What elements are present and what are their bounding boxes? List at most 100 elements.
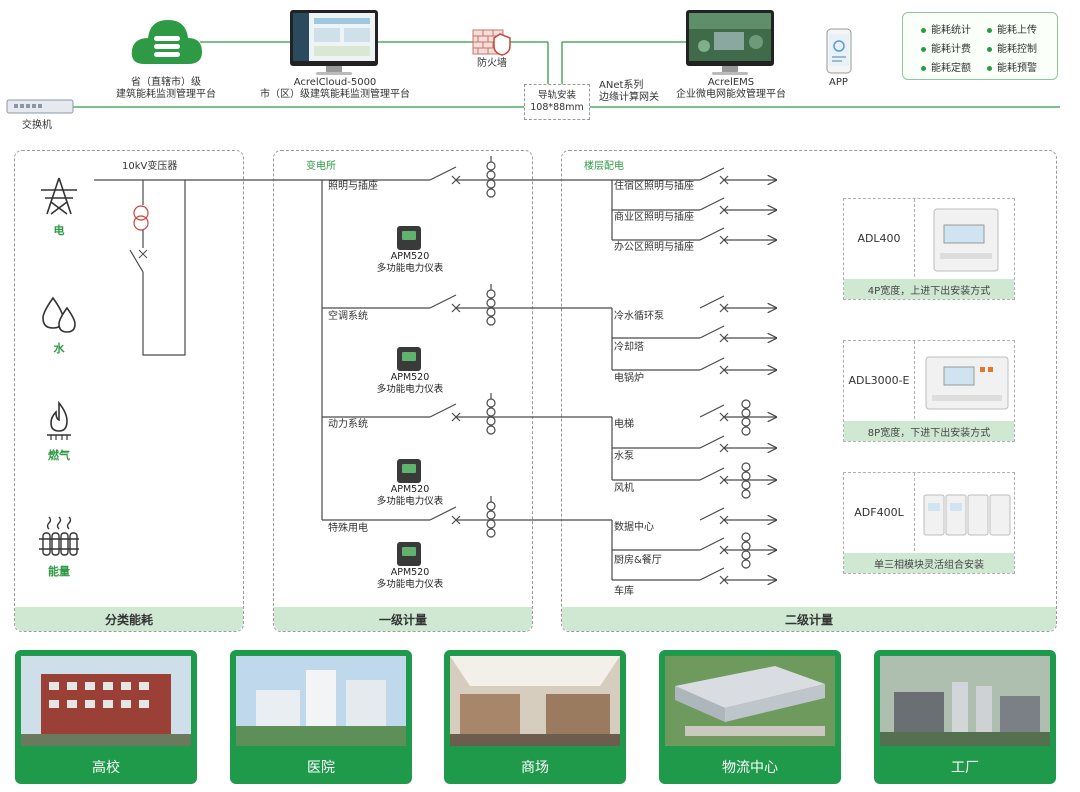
device-card-adl3000: ADL3000-E 8P宽度，下进下出安装方式 [843,340,1015,442]
meter-device-icon [925,356,1009,410]
branch-label: 照明与插座 [328,181,378,192]
monitor-icon [290,10,378,75]
cloud-platform-icon [131,20,202,64]
branch-label: 动力系统 [328,419,368,430]
gas-flame-icon [47,400,71,440]
category-label: 能量 [48,565,70,578]
transformer-label: 10kV变压器 [122,161,178,172]
device-caption: 单三相模块灵活组合安装 [844,553,1014,573]
category-label: 电 [53,224,65,237]
meter-desc: 多功能电力仪表 [376,579,444,590]
logistics-photo [665,656,835,746]
meter-desc: 多功能电力仪表 [376,384,444,395]
province-platform-label: 省（直辖市）级 建筑能耗监测管理平台 [116,77,216,100]
substation-title: 变电所 [306,161,336,172]
water-drop-icon [42,296,76,333]
phone-icon [826,28,852,74]
classify-panel: 分类能耗 [14,150,244,632]
scene-label: 商场 [521,760,549,776]
category-label: 水 [53,342,65,355]
scene-label: 高校 [92,760,120,776]
device-card-adl400: ADL400 4P宽度，上进下出安装方式 [843,198,1015,300]
meter-model: APM520 [390,567,430,578]
load-label: 商业区照明与插座 [614,212,694,223]
feature-item: 能耗定额 [921,59,971,74]
floor-distribution-title: 楼层配电 [584,161,624,172]
category-gas: 燃气 [29,399,89,463]
ems-monitor-icon [686,10,774,75]
device-card-adf400l: ADF400L 单三相模块灵活组合安装 [843,472,1015,574]
level2-panel-footer: 二级计量 [562,607,1056,631]
city-platform-label: AcrelCloud-5000 市（区）级建筑能耗监测管理平台 [260,77,410,100]
scene-label: 工厂 [951,760,979,776]
gateway-install-label: 导轨安装 108*88mm [530,90,584,113]
app-label: APP [829,77,848,88]
meter-device-icon [933,208,999,272]
feature-item: 能耗上传 [987,21,1037,36]
scene-card-university[interactable]: 高校 [15,650,197,784]
feature-item: 能耗预警 [987,59,1037,74]
ems-platform-label: AcrelEMS 企业微电网能效管理平台 [676,77,786,100]
scene-label: 物流中心 [722,760,778,776]
load-label: 电梯 [614,419,634,430]
load-label: 冷水循环泵 [614,311,664,322]
heat-radiator-icon [39,516,79,556]
meter-model: APM520 [390,251,430,262]
power-meter-icon [397,459,421,483]
scene-card-hospital[interactable]: 医院 [230,650,412,784]
mall-photo [450,656,620,746]
load-label: 冷却塔 [614,342,644,353]
switch-icon [6,99,74,114]
meter-model: APM520 [390,484,430,495]
scene-card-logistics[interactable]: 物流中心 [659,650,841,784]
power-meter-icon [397,226,421,250]
category-label: 燃气 [48,449,70,462]
level1-panel-footer: 一级计量 [274,607,532,631]
hospital-photo [236,656,406,746]
load-label: 车库 [614,586,634,597]
category-electric: 电 [29,176,89,238]
university-photo [21,656,191,746]
factory-photo [880,656,1050,746]
level2-panel: 二级计量 [561,150,1057,632]
power-meter-icon [397,347,421,371]
load-label: 风机 [614,483,634,494]
load-label: 水泵 [614,451,634,462]
meter-desc: 多功能电力仪表 [376,496,444,507]
meter-model: APM520 [390,372,430,383]
firewall-icon [472,29,511,56]
wiring-diagram [94,156,1080,640]
load-label: 办公区照明与插座 [614,242,694,253]
load-label: 电锅炉 [614,373,644,384]
power-tower-icon [41,177,77,215]
load-label: 住宿区照明与插座 [614,181,694,192]
level1-panel: 一级计量 [273,150,533,632]
power-meter-icon [397,542,421,566]
category-water: 水 [29,294,89,356]
feature-item: 能耗统计 [921,21,971,36]
device-name: ADF400L [844,473,915,551]
scene-card-mall[interactable]: 商场 [444,650,626,784]
branch-label: 特殊用电 [328,523,368,534]
feature-item: 能耗控制 [987,40,1037,55]
scene-card-factory[interactable]: 工厂 [874,650,1056,784]
load-label: 数据中心 [614,522,654,533]
meter-device-icon [923,494,1011,536]
switch-label: 交换机 [22,120,52,131]
gateway-label: ANet系列 边缘计算网关 [599,80,659,103]
feature-list: 能耗统计 能耗上传 能耗计费 能耗控制 能耗定额 能耗预警 [902,12,1058,80]
meter-desc: 多功能电力仪表 [376,263,444,274]
device-caption: 8P宽度，下进下出安装方式 [844,421,1014,441]
load-label: 厨房&餐厅 [614,555,662,566]
classify-panel-footer: 分类能耗 [15,607,243,631]
branch-label: 空调系统 [328,311,368,322]
device-name: ADL3000-E [844,341,915,419]
gateway-device: 导轨安装 108*88mm [524,84,590,120]
firewall-label: 防火墙 [477,58,507,69]
device-caption: 4P宽度，上进下出安装方式 [844,279,1014,299]
